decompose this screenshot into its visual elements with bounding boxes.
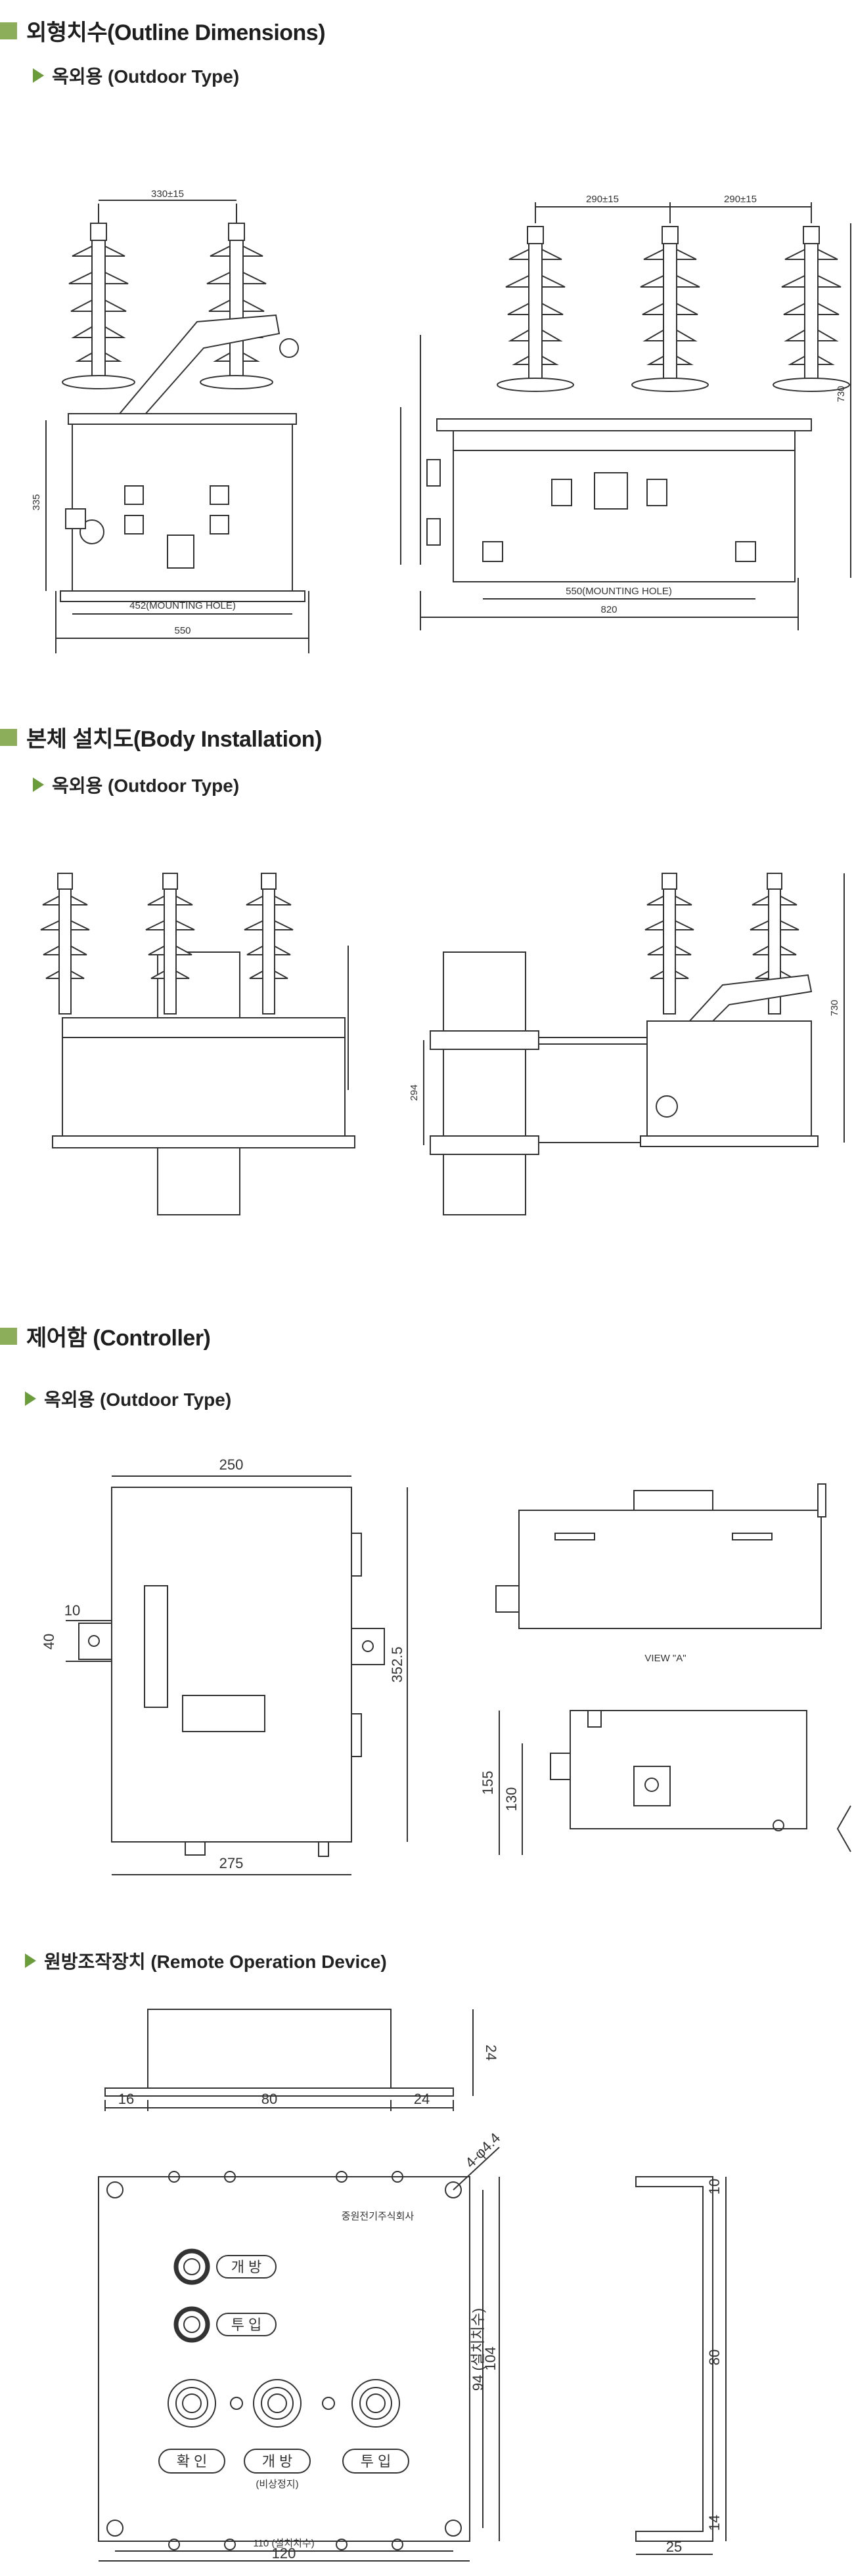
remote-subheader: 원방조작장치 (Remote Operation Device) [25, 1948, 387, 1974]
body-subtitle: 옥외용 (Outdoor Type) [52, 775, 240, 796]
controller-drawing: 250 275 352.5 10 40 155 130 VIEW "A" [41, 1456, 851, 1875]
dim-remote-104: 104 [482, 2347, 499, 2371]
dim-ctrl-left-40: 40 [41, 1634, 57, 1649]
section-outline-header: 외형치수(Outline Dimensions) [0, 14, 326, 47]
section-outline-title: 외형치수(Outline Dimensions) [26, 20, 326, 45]
body-side [423, 873, 845, 1215]
dim-side-width: 820 [600, 604, 617, 615]
dim-remote-94: 94 (설치치수) [470, 2308, 486, 2391]
button-label-open: 개 방 [231, 2259, 262, 2275]
section-body-header: 본체 설치도(Body Installation) [0, 721, 322, 753]
section-body-title: 본체 설치도(Body Installation) [26, 727, 322, 752]
body-front [40, 873, 355, 1215]
dim-remote-top-16: 16 [118, 2091, 134, 2107]
section-square-icon [0, 728, 17, 746]
front-view [45, 200, 309, 653]
dim-front-width: 550 [174, 625, 191, 636]
dim-front-top: 330±15 [151, 188, 184, 200]
button-label-open-emergency: 개 방 [262, 2453, 293, 2470]
remote-drawing: 16 80 24 24 4-φ4.4 94 (설치치수) 104 110 (설치… [98, 2009, 727, 2562]
triangle-bullet-icon [25, 1954, 36, 1968]
section-square-icon [0, 22, 17, 39]
button-label-confirm: 확 인 [177, 2453, 208, 2470]
view-a-label: VIEW "A" [644, 1653, 686, 1664]
dim-remote-side-10: 10 [706, 2179, 723, 2194]
dim-ctrl-side-155: 155 [480, 1771, 496, 1795]
dim-ctrl-top-width: 250 [219, 1456, 244, 1473]
dim-side-hole: 550(MOUNTING HOLE) [566, 586, 672, 597]
outline-drawing: 330±15 452(MOUNTING HOLE) 550 335 290±15… [31, 188, 851, 653]
triangle-bullet-icon [33, 777, 44, 792]
dim-body-height: 730 [829, 999, 840, 1016]
dim-pole-spacing: 294 [409, 1084, 420, 1101]
dim-ctrl-bottom-width: 275 [219, 1855, 244, 1871]
dim-remote-side-14: 14 [706, 2515, 723, 2531]
body-install-drawing: 294 730 [40, 873, 845, 1215]
dim-remote-side-80: 80 [706, 2349, 723, 2365]
dim-side-height: 730 [836, 385, 847, 402]
button-label-close2: 투 입 [361, 2453, 392, 2470]
remote-subtitle: 원방조작장치 (Remote Operation Device) [44, 1952, 387, 1972]
dim-remote-110: 110 (설치치수) [253, 2538, 314, 2549]
section-square-icon [0, 1327, 17, 1345]
dim-ctrl-left-10: 10 [64, 1602, 80, 1619]
dim-remote-hole: 4-φ4.4 [462, 2129, 503, 2171]
insulator-3 [773, 226, 850, 392]
button-label-close: 투 입 [231, 2317, 262, 2333]
controller-subtitle: 옥외용 (Outdoor Type) [44, 1389, 232, 1410]
insulator-left [62, 223, 135, 389]
triangle-bullet-icon [25, 1391, 36, 1406]
outline-subtitle: 옥외용 (Outdoor Type) [52, 66, 240, 87]
dim-remote-top-24: 24 [414, 2091, 430, 2107]
dim-front-height: 335 [31, 494, 42, 510]
button-sublabel-emergency: (비상정지) [256, 2479, 298, 2490]
insulator-right [200, 223, 273, 389]
dim-remote-120: 120 [272, 2545, 296, 2562]
dim-remote-top-80: 80 [261, 2091, 277, 2107]
controller-subheader: 옥외용 (Outdoor Type) [25, 1386, 231, 1412]
dim-remote-side-25: 25 [666, 2539, 682, 2555]
section-controller-header: 제어함 (Controller) [0, 1320, 211, 1352]
insulator-1 [497, 226, 574, 392]
dim-side-top-right: 290±15 [724, 194, 757, 205]
section-controller-title: 제어함 (Controller) [26, 1326, 211, 1351]
dim-remote-top-height: 24 [483, 2045, 499, 2061]
dim-ctrl-side-130: 130 [503, 1787, 520, 1812]
insulator-2 [631, 226, 709, 392]
dim-side-top-left: 290±15 [586, 194, 619, 205]
outline-subheader: 옥외용 (Outdoor Type) [33, 62, 239, 89]
triangle-bullet-icon [33, 68, 44, 83]
side-view [400, 202, 851, 630]
company-name: 중원전기주식회사 [342, 2211, 415, 2222]
dim-ctrl-right-height: 352.5 [389, 1646, 405, 1682]
dim-front-hole: 452(MOUNTING HOLE) [129, 600, 236, 611]
body-subheader: 옥외용 (Outdoor Type) [33, 772, 239, 798]
